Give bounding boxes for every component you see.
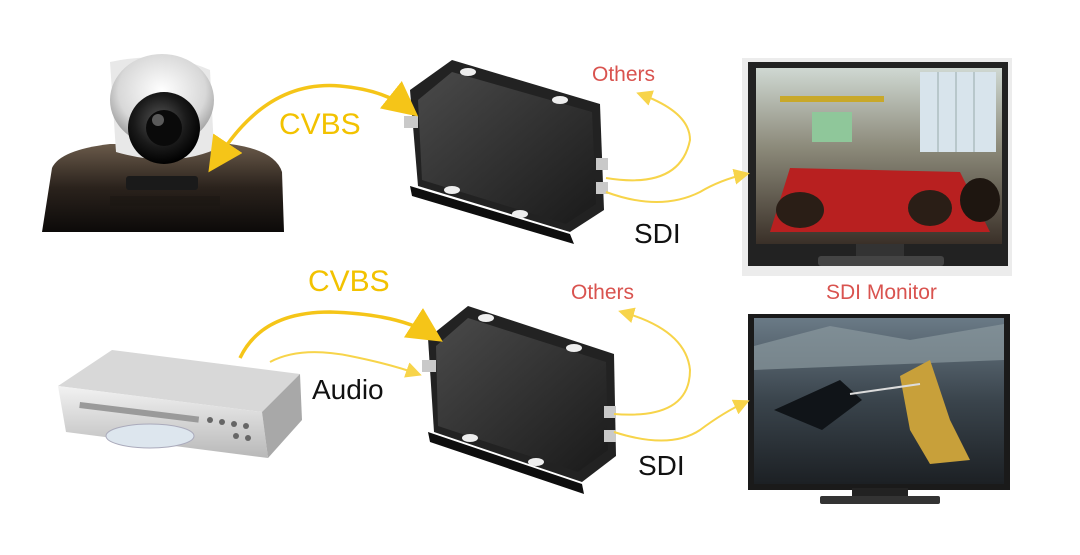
bottom-sdi-label: SDI — [638, 450, 685, 481]
bottom-cvbs-arrow — [238, 308, 443, 359]
bottom-others-label: Others — [571, 281, 635, 304]
top-others-label: Others — [592, 63, 656, 86]
bottom-sdi-arrow — [613, 399, 750, 442]
conference-monitor-icon — [742, 58, 1012, 276]
top-others-arrow — [605, 90, 692, 182]
sdi-monitor-caption: SDI Monitor — [826, 281, 937, 304]
bottom-others-arrow — [613, 307, 692, 416]
top-cvbs-arrow — [208, 81, 419, 173]
bottom-audio-arrow — [269, 351, 422, 378]
top-sdi-label: SDI — [634, 218, 681, 249]
top-converter-box-icon — [404, 60, 608, 244]
top-sdi-arrow — [605, 168, 750, 203]
bottom-audio-label: Audio — [312, 374, 384, 405]
top-cvbs-label: CVBS — [279, 108, 361, 141]
movie-monitor-icon — [748, 314, 1010, 504]
bottom-converter-box-icon — [422, 306, 616, 494]
dvd-player-icon — [58, 350, 302, 458]
ptz-camera-icon — [42, 54, 284, 232]
bottom-cvbs-label: CVBS — [308, 265, 390, 298]
